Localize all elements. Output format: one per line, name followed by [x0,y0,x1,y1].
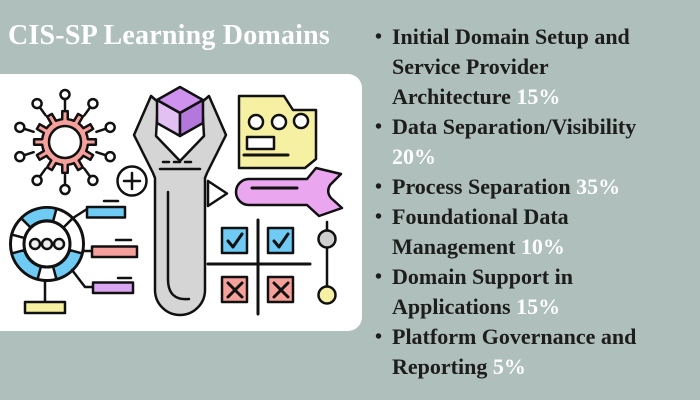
play-triangle-icon [206,179,229,208]
illustration-card [0,74,362,331]
illustration [9,85,344,317]
donut-chart-icon [9,206,85,304]
cube-icon [155,85,205,138]
bar-yellow [23,300,67,315]
folder-icon [237,94,318,170]
spanner-icon [234,166,344,218]
wrench-vertical-icon [132,94,228,317]
bar-red [90,245,139,259]
bar-blue [85,205,127,219]
domain-percent: 35% [576,174,621,199]
legend-bars [23,199,139,315]
checkbox-grid-icon [206,218,312,316]
domain-item: Process Separation 35% [375,172,694,202]
plus-circle-icon [116,165,148,197]
gear-network-icon [14,88,116,196]
domain-percent: 15% [516,294,561,319]
domain-percent: 15% [516,84,561,109]
domain-percent: 10% [520,234,565,259]
commit-line-icon [317,220,337,305]
domain-item: Data Separation/Visibility 20% [375,112,694,172]
page-title: CIS-SP Learning Domains [8,20,330,51]
domain-percent: 20% [392,144,436,169]
bar-purple [91,281,135,295]
domain-percent: 5% [492,354,526,379]
